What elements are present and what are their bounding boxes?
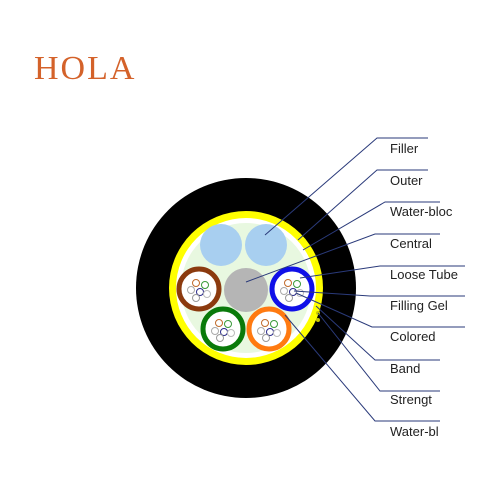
filler-rod-right xyxy=(245,224,287,266)
label-water-blocking: Water-bloc xyxy=(390,204,453,219)
loose-tube-blue xyxy=(269,266,315,312)
label-colored: Colored xyxy=(390,329,436,344)
label-band: Band xyxy=(390,361,421,376)
loose-tube-green xyxy=(200,306,246,352)
label-central: Central xyxy=(390,236,432,251)
label-outer: Outer xyxy=(390,173,423,188)
filler-rod-left xyxy=(200,224,242,266)
label-loose-tube: Loose Tube xyxy=(390,267,458,282)
central-strength-member xyxy=(224,268,268,312)
leader-water-blocking xyxy=(302,201,440,251)
leader-filler xyxy=(264,137,428,236)
label-strength: Strengt xyxy=(390,392,432,407)
leader-outer xyxy=(297,169,428,241)
leader-colored xyxy=(295,292,465,328)
leader-lines xyxy=(245,137,465,422)
label-filling-gel: Filling Gel xyxy=(390,298,448,313)
loose-tube-brown xyxy=(176,266,222,312)
label-water-bl: Water-bl xyxy=(390,424,439,439)
leader-filling-gel xyxy=(293,290,465,297)
leader-central xyxy=(245,233,440,283)
leader-water-bl xyxy=(284,314,440,422)
leader-strength xyxy=(317,312,440,392)
leader-band xyxy=(315,305,440,361)
leader-loose-tube xyxy=(299,265,465,279)
label-filler: Filler xyxy=(390,141,419,156)
brand-logo: HOLA xyxy=(34,50,137,87)
water-blocking-dot xyxy=(316,318,320,322)
loose-tube-orange xyxy=(246,306,292,352)
